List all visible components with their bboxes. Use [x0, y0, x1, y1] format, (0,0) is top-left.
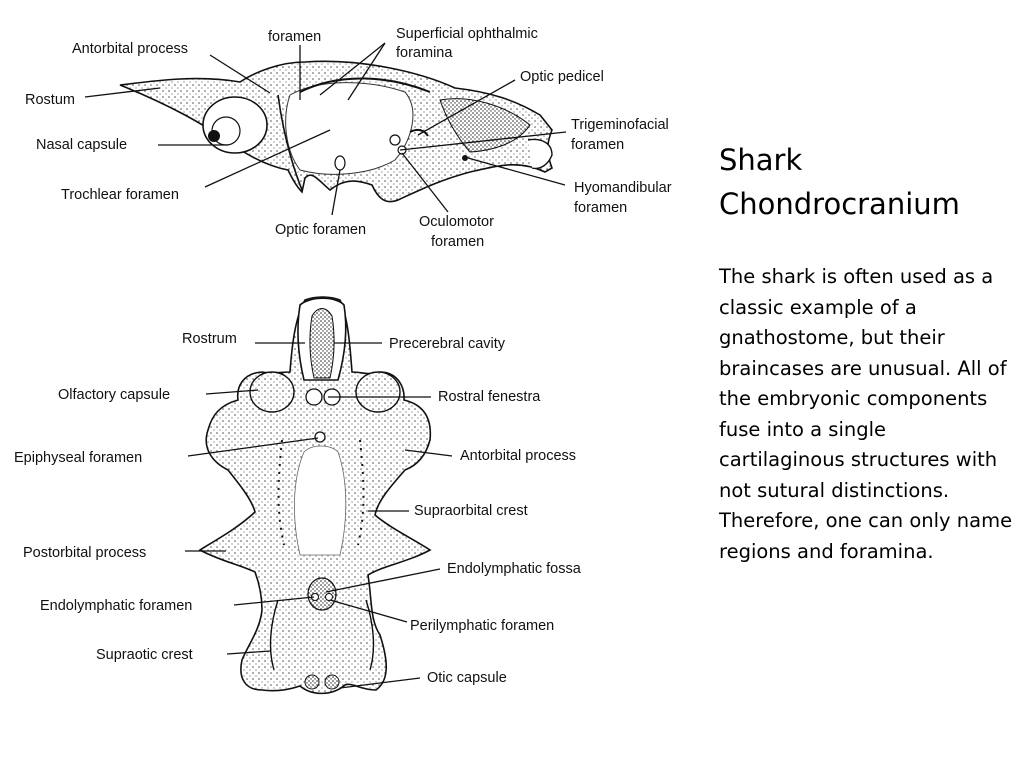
label-supraotic-crest: Supraotic crest: [96, 647, 193, 663]
label-rostral-fenestra: Rostral fenestra: [438, 389, 541, 405]
label-trigeminofacial-1: Trigeminofacial: [571, 117, 669, 133]
label-oculomotor-1: Oculomotor: [419, 214, 494, 230]
label-optic-pedicel: Optic pedicel: [520, 69, 604, 85]
label-precerebral-cavity: Precerebral cavity: [389, 336, 506, 352]
label-olfactory-capsule: Olfactory capsule: [58, 387, 170, 403]
label-supraorbital-crest: Supraorbital crest: [414, 503, 528, 519]
rostral-fenestra-left: [305, 388, 323, 406]
supraotic-crest-right: [365, 599, 375, 671]
label-endolymphatic-fossa: Endolymphatic fossa: [447, 561, 582, 577]
label-oculomotor-2: foramen: [431, 234, 484, 250]
slide-title: Shark Chondrocranium: [719, 143, 960, 221]
label-endolymphatic-foramen: Endolymphatic foramen: [40, 598, 192, 614]
label-optic-foramen: Optic foramen: [275, 222, 366, 238]
label-trigeminofacial-2: foramen: [571, 137, 624, 153]
hyomandibular-foramen-hole: [462, 155, 468, 161]
lateral-labels: foramen Superficial ophthalmic foramina …: [25, 26, 672, 250]
precerebral-cavity-shape: [309, 308, 335, 379]
olfactory-capsule-right: [355, 371, 401, 413]
label-antorbital-process-dorsal: Antorbital process: [460, 448, 576, 464]
lateral-leader-lines: [84, 42, 567, 216]
label-superficial-ophthalmic-1: Superficial ophthalmic: [396, 26, 538, 42]
posterior-process: [527, 138, 553, 170]
endolymphatic-foramen-hole-right: [325, 593, 333, 601]
cranial-roof-window: [294, 445, 347, 556]
text-panel: Shark Chondrocranium The shark is often …: [719, 138, 1019, 567]
endolymphatic-fossa-shape: [307, 577, 337, 611]
label-perilymphatic-foramen: Perilymphatic foramen: [410, 618, 554, 634]
olfactory-capsule-left: [249, 371, 295, 413]
otic-capsule-boss-left: [304, 674, 320, 690]
optic-foramen-hole: [334, 155, 346, 171]
dorsal-labels: Rostrum Precerebral cavity Olfactory cap…: [14, 331, 582, 686]
label-foramen-top: foramen: [268, 29, 321, 45]
orbit-region: [285, 82, 414, 175]
dorsal-chondrocranium-drawing: [198, 296, 432, 695]
antorbital-process-shape: [277, 94, 303, 191]
label-postorbital-process: Postorbital process: [23, 545, 146, 561]
nasal-opening: [208, 130, 220, 142]
slide-body: The shark is often used as a classic exa…: [719, 265, 1013, 563]
label-hyomandibular-1: Hyomandibular: [574, 180, 672, 196]
trigeminofacial-foramen-hole: [389, 134, 401, 146]
label-antorbital-process-lateral: Antorbital process: [72, 41, 188, 57]
lateral-chondrocranium-drawing: [119, 60, 553, 203]
dorsal-leader-lines: [185, 342, 453, 689]
label-superficial-ophthalmic-2: foramina: [396, 45, 453, 61]
label-rostrum: Rostrum: [182, 331, 237, 347]
optic-pedicel-shape: [409, 128, 429, 137]
label-rostum: Rostum: [25, 92, 75, 108]
epiphyseal-foramen-hole: [314, 431, 326, 443]
label-hyomandibular-2: foramen: [574, 200, 627, 216]
otic-capsule-boss-right: [324, 674, 340, 690]
label-epiphyseal-foramen: Epiphyseal foramen: [14, 450, 142, 466]
supraotic-crest-left: [269, 599, 279, 671]
supraorbital-rim: [299, 77, 431, 93]
label-otic-capsule: Otic capsule: [427, 670, 507, 686]
label-trochlear-foramen: Trochlear foramen: [61, 187, 179, 203]
label-nasal-capsule: Nasal capsule: [36, 137, 127, 153]
